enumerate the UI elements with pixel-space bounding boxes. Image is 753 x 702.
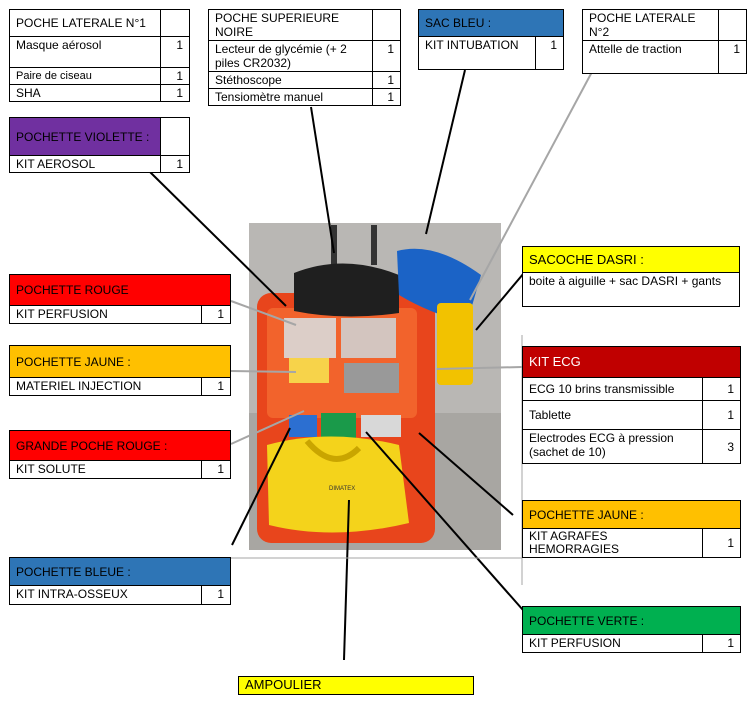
item-label: KIT AGRAFES HEMORRAGIES	[522, 528, 703, 558]
ampoulier-table: AMPOULIER	[238, 676, 474, 695]
item-qty: 1	[201, 305, 231, 324]
sac-bleu-title: SAC BLEU :	[418, 9, 564, 37]
item-label: KIT SOLUTE	[9, 460, 202, 479]
poche-superieure-title: POCHE SUPERIEURE NOIRE	[208, 9, 373, 41]
item-label: Lecteur de glycémie (+ 2 piles CR2032)	[208, 40, 373, 72]
ampoulier-title: AMPOULIER	[238, 676, 474, 695]
pochette-bleue-title: POCHETTE BLEUE :	[8, 557, 232, 586]
item-qty: 1	[200, 460, 232, 479]
bag-illustration: DIMATEX	[249, 223, 501, 550]
item-qty: 1	[201, 377, 231, 396]
pochette-violette-title: POCHETTE VIOLETTE :	[9, 117, 161, 156]
item-label: Stéthoscope	[208, 71, 373, 89]
grande-poche-rouge-title: GRANDE POCHE ROUGE :	[8, 430, 232, 461]
item-qty: 1	[718, 40, 747, 74]
pochette-verte-title: POCHETTE VERTE :	[521, 606, 742, 635]
item-qty: 1	[160, 155, 190, 173]
item-qty: 1	[702, 400, 741, 430]
item-qty: 1	[701, 634, 742, 653]
item-qty: 1	[160, 84, 190, 102]
poche-laterale-2-title: POCHE LATERALE N°2	[582, 9, 719, 41]
item-label: Masque aérosol	[9, 36, 161, 68]
sacoche-dasri-title: SACOCHE DASRI :	[522, 246, 740, 273]
brand-label: DIMATEX	[329, 486, 355, 492]
sacoche-dasri-box: SACOCHE DASRI : boite à aiguille + sac D…	[522, 246, 740, 307]
item-label: Tablette	[522, 400, 703, 430]
pochette-rouge-title: POCHETTE ROUGE	[9, 274, 231, 306]
item-label: SHA	[9, 84, 161, 102]
item-label: KIT PERFUSION	[9, 305, 202, 324]
kit-ecg-title: KIT ECG	[522, 346, 741, 378]
item-qty: 1	[160, 67, 190, 85]
item-label: KIT INTRA-OSSEUX	[9, 585, 202, 605]
item-label: Tensiomètre manuel	[208, 88, 373, 106]
pochette-jaune-right-title: POCHETTE JAUNE :	[522, 500, 741, 529]
item-qty: 1	[702, 377, 741, 401]
item-label: KIT PERFUSION	[522, 634, 703, 653]
connector-sac-bleu	[425, 69, 466, 235]
item-label: MATERIEL INJECTION	[9, 377, 202, 396]
item-label: ECG 10 brins transmissible	[522, 377, 703, 401]
pochette-jaune-right-table: POCHETTE JAUNE : KIT AGRAFES HEMORRAGIES…	[522, 500, 741, 558]
bag-photo: DIMATEX	[249, 223, 501, 550]
item-label: KIT INTUBATION	[418, 36, 536, 70]
sacoche-dasri-text: boite à aiguille + sac DASRI + gants	[522, 272, 740, 307]
item-label: Paire de ciseau	[9, 67, 161, 85]
item-label: Electrodes ECG à pression (sachet de 10)	[522, 429, 703, 464]
poche-laterale-1-title: POCHE LATERALE N°1	[9, 9, 161, 37]
item-qty: 1	[702, 528, 741, 558]
item-label: Attelle de traction	[582, 40, 719, 74]
item-label: KIT AEROSOL	[9, 155, 161, 173]
item-qty: 1	[160, 36, 190, 68]
poche-superieure-table: POCHE SUPERIEURE NOIRE Lecteur de glycém…	[208, 9, 401, 106]
item-qty: 3	[702, 429, 741, 464]
item-qty: 1	[535, 36, 564, 70]
pochette-jaune-left-title: POCHETTE JAUNE :	[9, 345, 231, 378]
item-qty: 1	[372, 88, 401, 106]
item-qty: 1	[372, 71, 401, 89]
item-qty: 1	[200, 585, 232, 605]
item-qty: 1	[372, 40, 401, 72]
